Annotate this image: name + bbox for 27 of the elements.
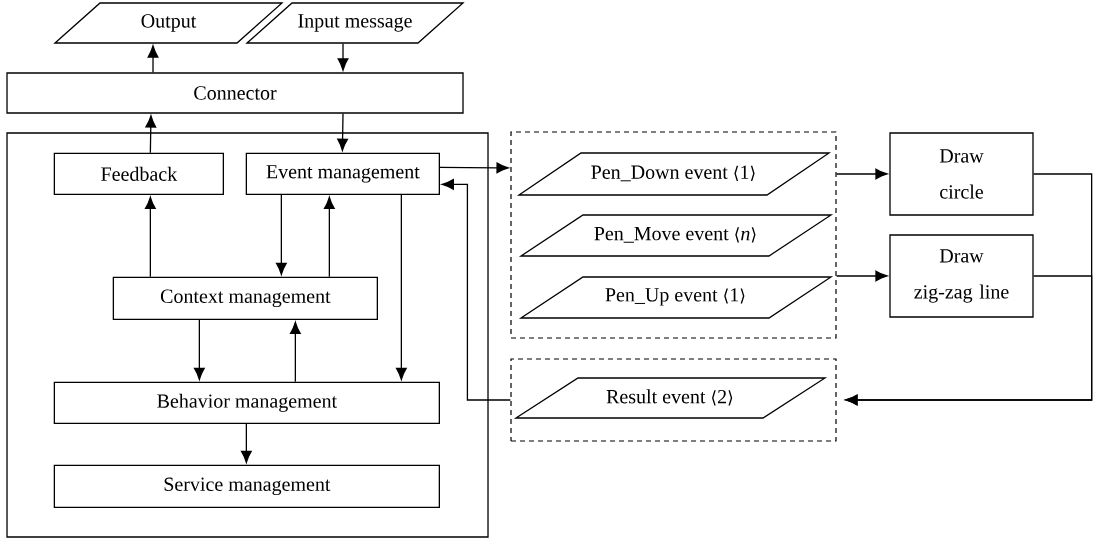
arrow xyxy=(395,194,407,380)
process-box: Behavior management xyxy=(53,381,440,424)
arrow xyxy=(323,196,335,278)
process-box: Feedback xyxy=(53,152,224,195)
process-box: Draw zig-zag line xyxy=(889,234,1034,318)
arrow xyxy=(145,115,157,154)
arrow xyxy=(275,194,287,275)
arrow xyxy=(337,43,349,71)
process-box: Context management xyxy=(112,276,378,320)
arrow xyxy=(193,319,205,380)
arrow xyxy=(845,275,1093,406)
arrow xyxy=(337,113,348,151)
arrow xyxy=(835,168,888,180)
arrow xyxy=(835,270,888,282)
arrow xyxy=(439,162,509,174)
arrow xyxy=(240,423,252,463)
event-group-box xyxy=(510,358,837,442)
process-box: Service management xyxy=(53,464,440,508)
process-box: Event management xyxy=(245,152,440,195)
arrow xyxy=(441,178,512,401)
module-frame xyxy=(6,132,489,538)
event-group-box xyxy=(510,131,837,339)
arrow xyxy=(144,196,156,278)
process-box: Connector xyxy=(6,72,464,114)
arrow xyxy=(289,321,301,383)
process-box: Draw circle xyxy=(889,132,1034,216)
arrow xyxy=(147,45,159,73)
